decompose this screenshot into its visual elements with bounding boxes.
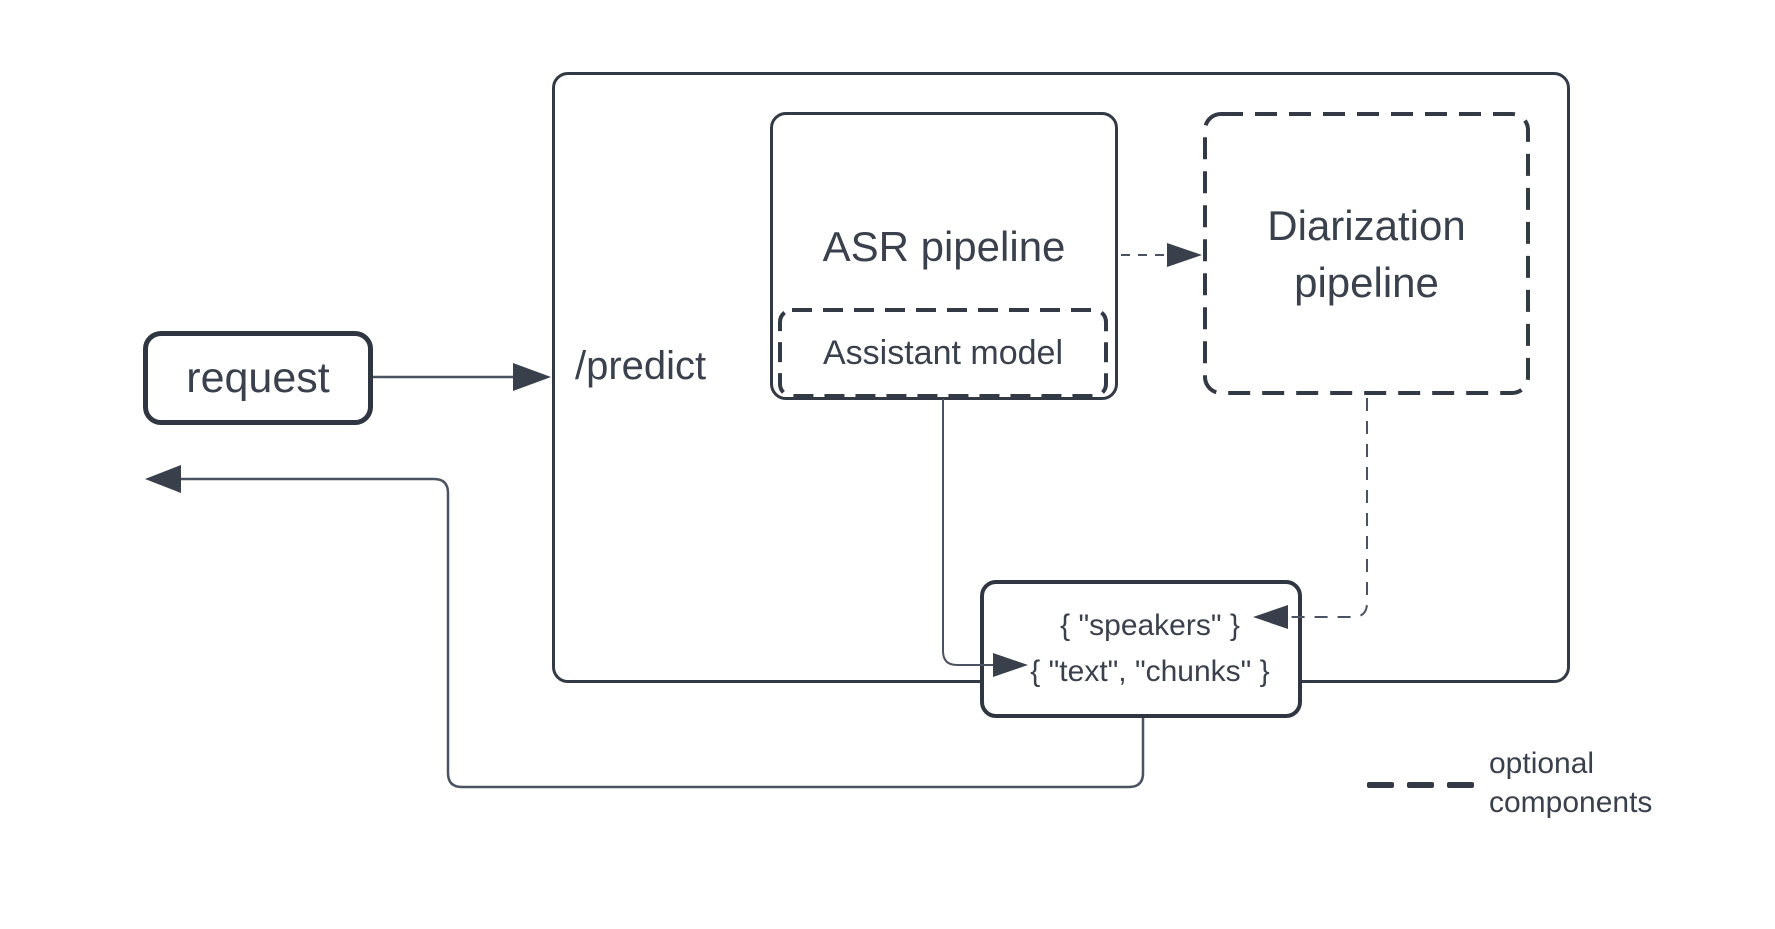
legend-dashed-line-sample: [1367, 782, 1474, 788]
legend-dash-icon: [1367, 782, 1394, 788]
response-speakers-line: { "speakers" }: [1060, 609, 1240, 642]
legend-dash-icon: [1447, 782, 1474, 788]
diarization-pipeline-label: Diarization pipeline: [1267, 201, 1466, 306]
arrowhead-request-to-predict: [513, 363, 551, 391]
assistant-model-box: Assistant model: [778, 308, 1108, 398]
asr-pipeline-label: ASR pipeline: [822, 223, 1066, 270]
arrowhead-response-return: [145, 465, 181, 493]
response-text-chunks-line: { "text", "chunks" }: [1030, 655, 1270, 688]
legend-label: optional components: [1489, 747, 1653, 819]
predict-label: /predict: [575, 344, 707, 388]
request-label: request: [186, 353, 330, 402]
legend-dash-icon: [1407, 782, 1434, 788]
diarization-pipeline-box: Diarization pipeline: [1203, 112, 1530, 395]
response-text: { "speakers" } { "text", "chunks" }: [984, 603, 1298, 695]
asr-pipeline-box: [770, 112, 1118, 400]
response-box: { "speakers" } { "text", "chunks" }: [980, 580, 1302, 718]
request-box: request: [143, 331, 373, 425]
assistant-model-label: Assistant model: [823, 333, 1063, 372]
